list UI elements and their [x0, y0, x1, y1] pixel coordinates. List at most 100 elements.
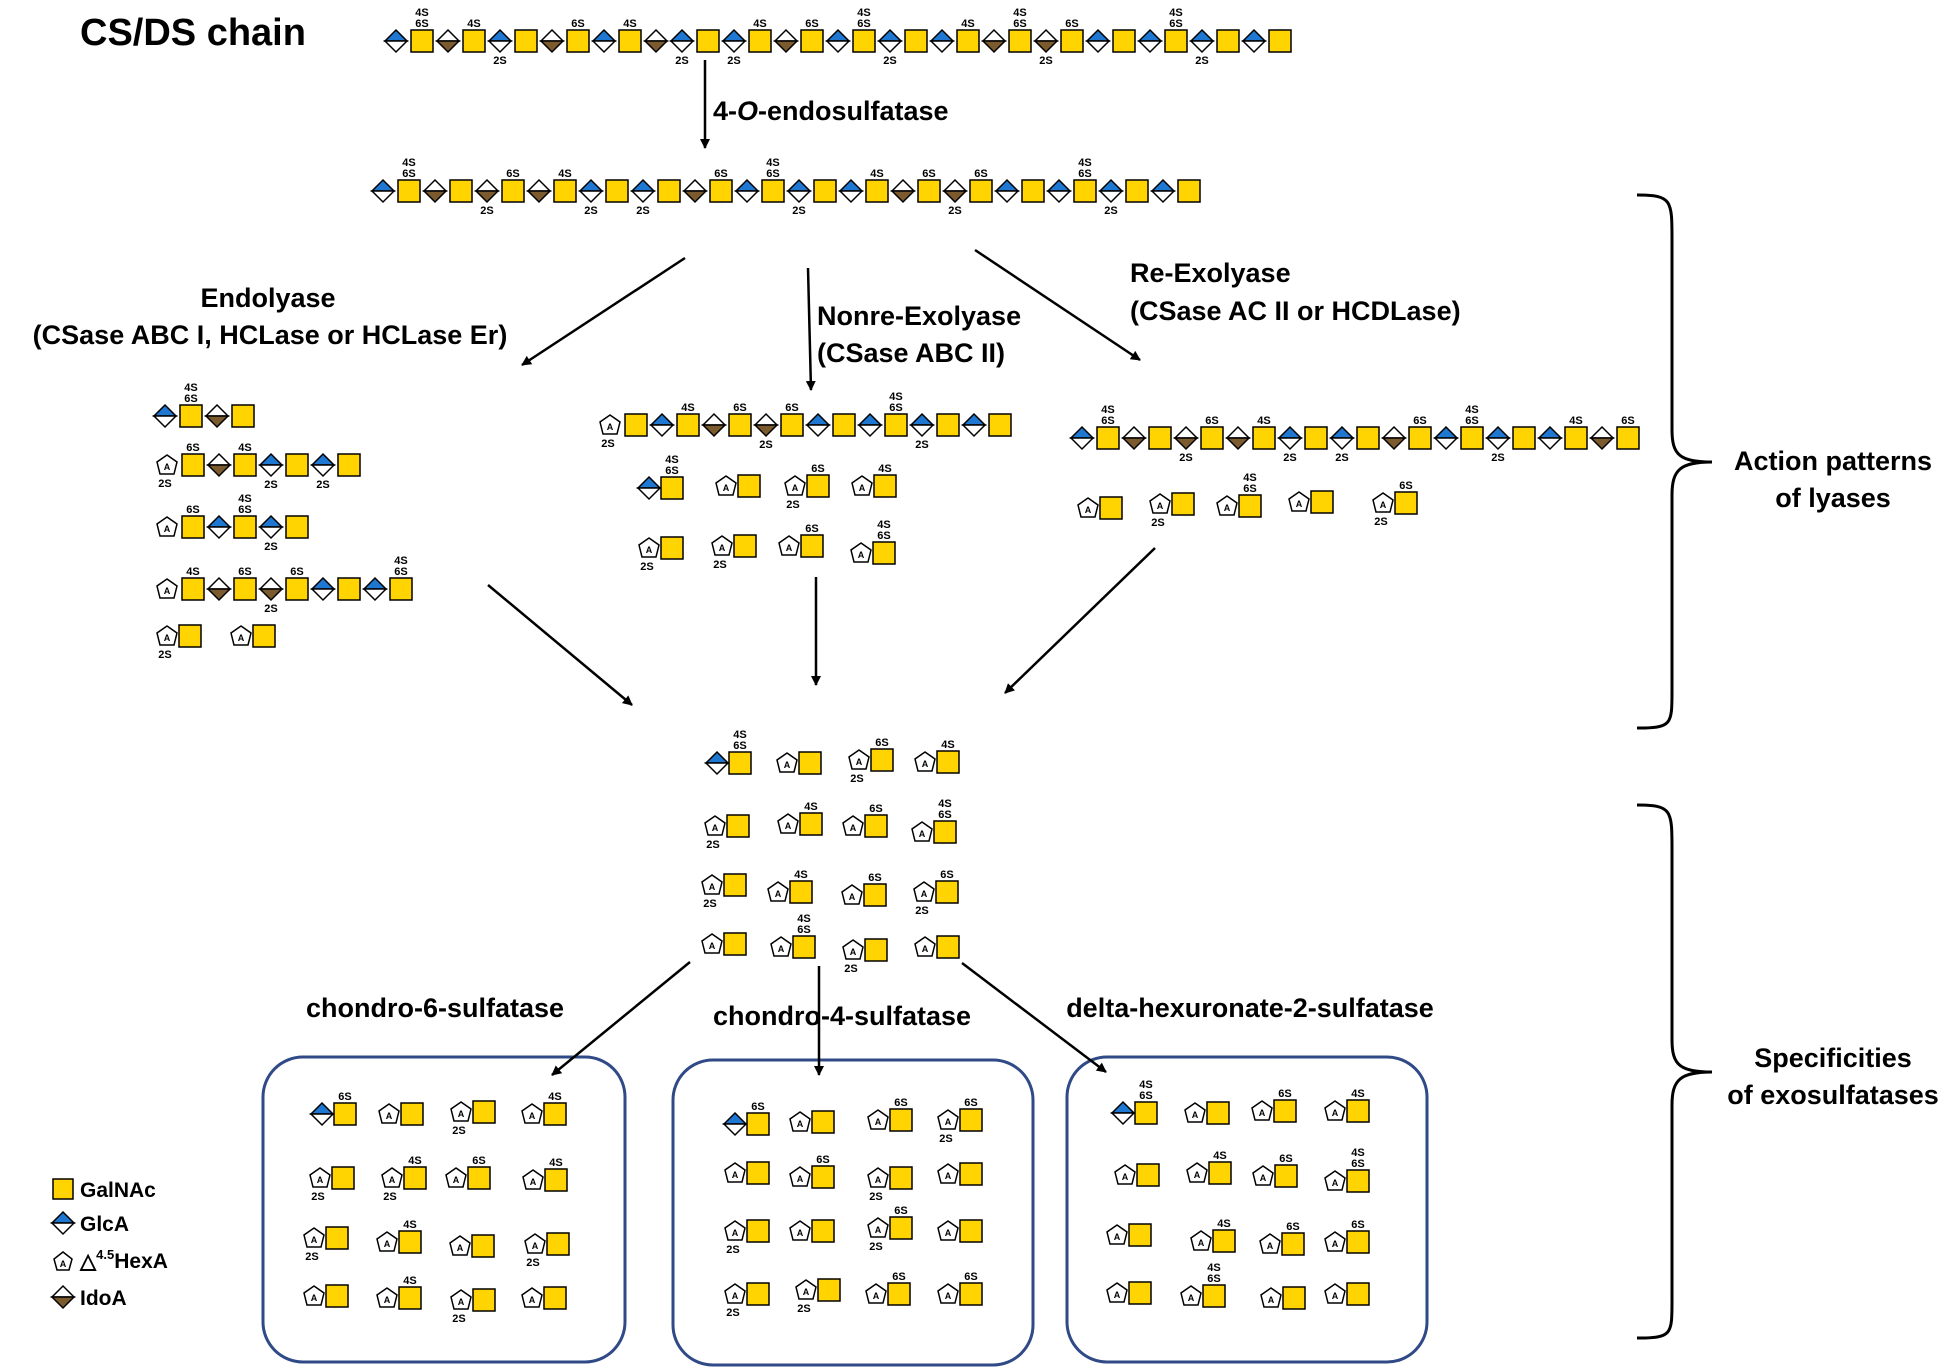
hexa-pentagon: A2S [724, 1220, 746, 1256]
hexa-pentagon: A [1106, 1224, 1128, 1245]
nonre-exolyase-name: Nonre-Exolyase [817, 301, 1021, 331]
hexa-pentagon: A2S [303, 1227, 325, 1263]
hexa-pentagon: A [376, 1231, 398, 1252]
hexa-a-label: A [532, 1241, 539, 1251]
sulfate-label: 2S [640, 561, 653, 573]
hexa-a-label: A [1157, 501, 1164, 511]
galnac-square: 6S [285, 566, 309, 601]
galnac-square: 6S [1060, 18, 1084, 53]
sulfate-label: 6S [571, 18, 584, 30]
hexa-pentagon: A [1324, 1283, 1346, 1304]
galnac-square: 6S [566, 18, 590, 53]
sulfate-label: 6S [1207, 1273, 1220, 1285]
hexa-pentagon: A2S [711, 535, 733, 571]
idoa-diamond [890, 178, 916, 204]
hexa-a-label: A [164, 586, 171, 596]
galnac-square [904, 29, 928, 53]
galnac-square [864, 938, 888, 962]
sulfate-label: 2S [706, 839, 719, 851]
legend-hexa-label: △4.5HexA [79, 1247, 168, 1273]
hexa-a-label: A [1380, 500, 1387, 510]
re-exolyase-detail: (CSase AC II or HCDLase) [1130, 296, 1461, 326]
sulfate-label: 4S [394, 555, 407, 567]
sulfate-label: 2S [383, 1191, 396, 1203]
sulfate-label: 2S [869, 1241, 882, 1253]
hexa-a-label: A [453, 1175, 460, 1185]
hexa-a-label: A [919, 829, 926, 839]
hexa-a-label: A [850, 823, 857, 833]
sulfate-label: 6S [892, 1271, 905, 1283]
glca-diamond: 2S [1277, 425, 1303, 464]
sulfate-label: 6S [714, 168, 727, 180]
hexa-pentagon: A [1260, 1287, 1282, 1308]
sulfate-label: 2S [311, 1191, 324, 1203]
hexa-pentagon: A [850, 542, 872, 563]
sulfate-label: 4S [794, 869, 807, 881]
sulfate-label: 2S [1195, 55, 1208, 67]
galnac-square: 4S [398, 1219, 422, 1254]
glca-diamond [929, 28, 955, 54]
galnac-square [746, 1219, 770, 1243]
hexa-pentagon: A [867, 1109, 889, 1130]
glca-diamond: 2S [909, 412, 935, 451]
sulfate-label: 6S [964, 1097, 977, 1109]
sulfate-label: 2S [264, 603, 277, 615]
glca-diamond [636, 475, 662, 501]
sulfate-label: 4S [804, 801, 817, 813]
galnac-square [723, 932, 747, 956]
hexa-a-label: A [384, 1295, 391, 1305]
galnac-square [231, 404, 255, 428]
sulfate-label: 6S [797, 924, 810, 936]
glca-diamond [206, 514, 232, 540]
hexa-a-label: A [529, 1111, 536, 1121]
endosulfatase-suffix: -endosulfatase [758, 96, 949, 126]
hexa-a-label: A [945, 1228, 952, 1238]
sulfate-label: 4S [623, 18, 636, 30]
sulfate-label: 6S [402, 168, 415, 180]
sulfate-label: 6S [1013, 18, 1026, 30]
hexa-pentagon: A [1190, 1230, 1212, 1251]
galnac-square [1310, 490, 1334, 514]
hexa-pentagon: A [156, 578, 178, 599]
galnac-square: 4S [1346, 1088, 1370, 1123]
galnac-square [472, 1100, 496, 1124]
galnac-square: 6S [1346, 1219, 1370, 1254]
sulfate-label: 6S [1139, 1090, 1152, 1102]
hexa-a-label: A [775, 889, 782, 899]
sulfate-label: 4S [1569, 415, 1582, 427]
sulfate-label: 4S [681, 402, 694, 414]
galnac-square [988, 413, 1012, 437]
galnac-square [1125, 179, 1149, 203]
legend-hexa-a: A [60, 1259, 67, 1269]
sulfate-label: 4S [889, 391, 902, 403]
endolyase-name: Endolyase [200, 283, 335, 313]
galnac-square: 4S [748, 18, 772, 53]
glca-diamond [857, 412, 883, 438]
arrow-pool-to-d2 [961, 962, 1107, 1073]
galnac-square [178, 624, 202, 648]
sulfate-label: 4S [403, 1219, 416, 1231]
galnac-square [1346, 1282, 1370, 1306]
galnac-square [1128, 1281, 1152, 1305]
sulfate-label: 2S [1179, 452, 1192, 464]
legend-glca-label: GlcA [80, 1213, 129, 1236]
galnac-square [1512, 426, 1536, 450]
sulfate-label: 4S [797, 913, 810, 925]
galnac-square [726, 814, 750, 838]
sulfate-label: 4S [184, 382, 197, 394]
hexa-a-label: A [311, 1235, 318, 1245]
hexa-a-label: A [785, 821, 792, 831]
glca-diamond: 2S [310, 452, 336, 491]
page-title: CS/DS chain [80, 12, 306, 54]
galnac-square: 4S [462, 18, 486, 53]
galnac-square [472, 1288, 496, 1312]
sulfate-label: 6S [889, 402, 902, 414]
galnac-square [737, 474, 761, 498]
sulfate-label: 6S [415, 18, 428, 30]
galnac-square: 6S [889, 1097, 913, 1132]
